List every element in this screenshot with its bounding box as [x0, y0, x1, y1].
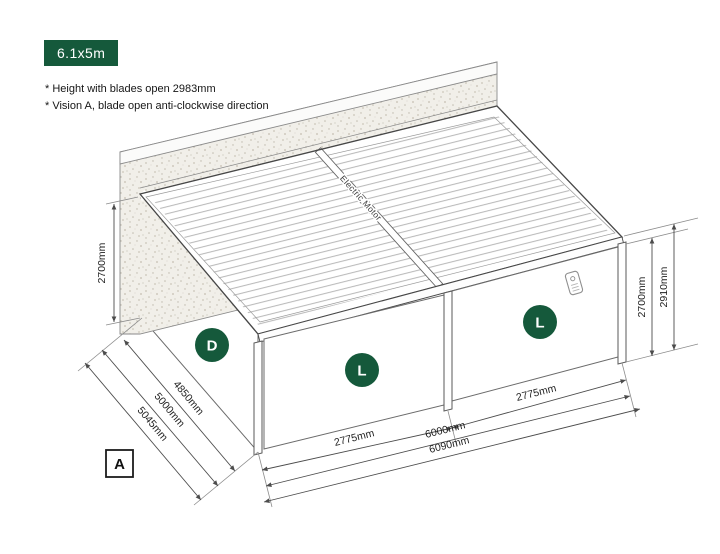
dim-right-heights: 2700mm 2910mm	[623, 217, 699, 363]
notes-block: * Height with blades open 2983mm * Visio…	[45, 81, 269, 115]
roof-frame-right	[492, 106, 622, 241]
wall	[119, 61, 498, 335]
mid-post	[443, 290, 453, 412]
right-post	[617, 241, 627, 365]
size-badge: 6.1x5m	[44, 40, 119, 66]
left-post	[253, 340, 263, 456]
view-marker-a: A	[105, 449, 134, 478]
zone-letter-front-right: L	[535, 315, 544, 332]
ledger-line	[139, 99, 498, 189]
wall-cap	[119, 61, 498, 165]
electric-motor-beam	[314, 147, 444, 289]
dim-wall-side-height: 2700mm	[96, 196, 141, 326]
zone-letter-front-left: L	[357, 363, 366, 380]
roof: Electric Motor	[138, 105, 625, 343]
note-vision: * Vision A, blade open anti-clockwise di…	[45, 100, 269, 112]
total-height-label: 2910mm	[658, 266, 670, 307]
zone-marker-front-left	[345, 353, 379, 387]
wall-side-height-label: 2700mm	[96, 242, 108, 283]
zone-marker-front-right	[523, 305, 557, 339]
front-height-label: 2700mm	[636, 276, 648, 317]
view-marker-letter: A	[114, 456, 125, 473]
roof-inner-frame	[145, 116, 616, 323]
note-blades-open: * Height with blades open 2983mm	[45, 83, 216, 95]
roof-frame-left	[140, 190, 263, 334]
remote-control-icon	[564, 270, 584, 296]
zone-letter-side: D	[207, 338, 218, 355]
